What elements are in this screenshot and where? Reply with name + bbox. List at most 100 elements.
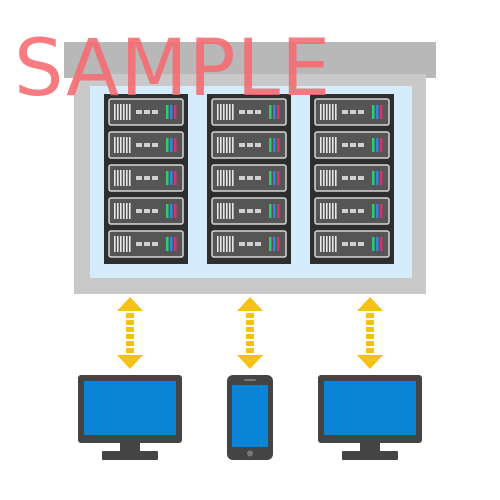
vent-slot	[320, 104, 322, 120]
vent-slot	[320, 137, 322, 153]
arrow-dash	[366, 348, 374, 353]
server-unit	[211, 230, 287, 258]
drive-light	[247, 110, 253, 114]
arrow-head-down	[117, 355, 143, 369]
vent-slot	[335, 104, 337, 120]
drive-light	[152, 110, 158, 114]
vent-slot	[332, 203, 334, 219]
status-led-blue	[376, 138, 379, 152]
vent-slot	[120, 236, 122, 252]
drive-light	[152, 176, 158, 180]
drive-light	[255, 110, 261, 114]
arrow-dash	[126, 348, 134, 353]
vent-slot	[217, 236, 219, 252]
arrow-dash	[126, 320, 134, 325]
server-unit	[108, 197, 184, 225]
smartphone-icon	[227, 375, 273, 460]
vent-slot	[123, 137, 125, 153]
drive-light	[247, 209, 253, 213]
vent-slot	[220, 137, 222, 153]
phone-home-button	[247, 450, 253, 457]
arrow-dash	[366, 320, 374, 325]
drive-light	[358, 110, 364, 114]
drive-light	[358, 242, 364, 246]
drive-light	[255, 176, 261, 180]
vent-slot	[326, 236, 328, 252]
status-led-magenta	[174, 105, 177, 119]
vent-slot	[229, 203, 231, 219]
arrow-dash	[246, 341, 254, 346]
vent-slot	[232, 203, 234, 219]
status-led-green	[269, 237, 272, 251]
monitor-base	[102, 451, 158, 460]
vent-slot	[129, 137, 131, 153]
status-led-magenta	[277, 171, 280, 185]
vent-slot	[226, 104, 228, 120]
drive-light	[152, 143, 158, 147]
vent-slot	[126, 203, 128, 219]
vent-slot	[226, 137, 228, 153]
arrow-head-up	[357, 297, 383, 311]
vent-slot	[120, 137, 122, 153]
vent-slot	[217, 170, 219, 186]
vent-slot	[320, 203, 322, 219]
drive-light	[247, 176, 253, 180]
vent-slot	[335, 203, 337, 219]
status-led-blue	[273, 237, 276, 251]
vent-slot	[335, 236, 337, 252]
desktop-monitor-left-icon	[78, 375, 182, 460]
status-led-green	[269, 138, 272, 152]
status-led-green	[372, 204, 375, 218]
drive-light	[342, 110, 348, 114]
status-led-magenta	[277, 204, 280, 218]
status-led-green	[166, 138, 169, 152]
vent-slot	[229, 236, 231, 252]
vent-slot	[217, 137, 219, 153]
drive-light	[239, 176, 245, 180]
status-led-blue	[170, 105, 173, 119]
vent-slot	[323, 236, 325, 252]
arrow-head-up	[237, 297, 263, 311]
monitor-base	[342, 451, 398, 460]
vent-slot	[323, 137, 325, 153]
vent-slot	[223, 236, 225, 252]
vent-slot	[129, 170, 131, 186]
drive-light	[247, 143, 253, 147]
status-led-magenta	[174, 204, 177, 218]
arrow-head-down	[357, 355, 383, 369]
vent-slot	[129, 203, 131, 219]
vent-slot	[329, 104, 331, 120]
server-unit	[314, 197, 390, 225]
status-led-magenta	[277, 105, 280, 119]
status-led-magenta	[380, 105, 383, 119]
status-led-magenta	[174, 237, 177, 251]
vent-slot	[226, 236, 228, 252]
drive-light	[247, 242, 253, 246]
vent-slot	[220, 236, 222, 252]
status-led-blue	[170, 204, 173, 218]
status-led-blue	[273, 138, 276, 152]
status-led-green	[166, 171, 169, 185]
vent-slot	[232, 170, 234, 186]
vent-slot	[226, 170, 228, 186]
vent-slot	[320, 170, 322, 186]
drive-light	[350, 209, 356, 213]
vent-slot	[217, 104, 219, 120]
arrow-head-down	[237, 355, 263, 369]
status-led-blue	[273, 204, 276, 218]
vent-slot	[129, 236, 131, 252]
vent-slot	[320, 236, 322, 252]
drive-light	[136, 143, 142, 147]
arrow-dash	[126, 327, 134, 332]
vent-slot	[323, 104, 325, 120]
vent-slot	[114, 104, 116, 120]
vent-slot	[335, 137, 337, 153]
drive-light	[350, 242, 356, 246]
vent-slot	[329, 236, 331, 252]
status-led-green	[269, 204, 272, 218]
server-unit	[108, 164, 184, 192]
vent-slot	[326, 104, 328, 120]
monitor-screen	[84, 381, 176, 435]
drive-light	[358, 209, 364, 213]
